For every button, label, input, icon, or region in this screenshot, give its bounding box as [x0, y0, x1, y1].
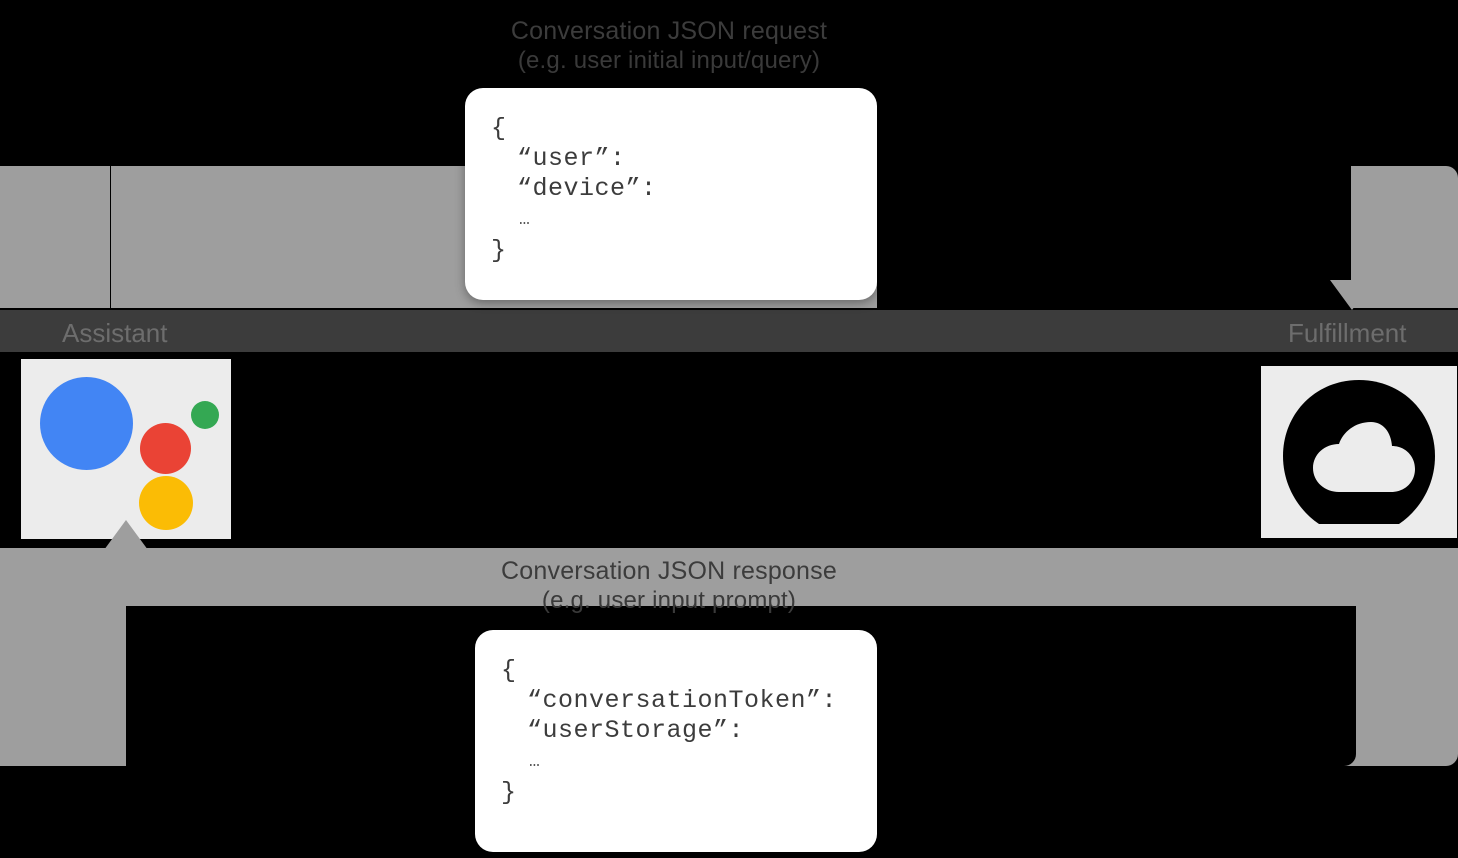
response-caption-line1: Conversation JSON response — [501, 557, 837, 585]
json-request-line-0: { — [491, 114, 507, 143]
fulfillment-lane-label: Fulfillment — [1288, 318, 1407, 348]
center-body — [0, 352, 1458, 548]
request-caption: Conversation JSON request (e.g. user ini… — [429, 16, 909, 76]
assistant-green-dot-icon — [191, 401, 219, 429]
response-arrowhead-icon — [104, 520, 148, 550]
request-caption-line2: (e.g. user initial input/query) — [517, 47, 821, 74]
lane-strip — [0, 310, 1458, 352]
band-mask-f — [1356, 766, 1458, 858]
json-request-line-1: “user”: — [517, 144, 626, 173]
assistant-red-dot-icon — [140, 423, 191, 474]
assistant-icon-tile[interactable] — [21, 359, 231, 539]
response-caption-line2: (e.g. user input prompt) — [541, 587, 797, 614]
fulfillment-icon-tile[interactable] — [1261, 366, 1457, 538]
json-response-line-4: } — [501, 778, 517, 807]
request-arrowhead-icon — [1330, 280, 1374, 310]
json-response-card[interactable]: { “conversationToken”: “userStorage”: … … — [475, 630, 877, 852]
json-request-card[interactable]: { “user”: “device”: … } — [465, 88, 877, 300]
json-response-line-1: “conversationToken”: — [527, 686, 838, 715]
json-response-line-3: … — [529, 752, 541, 772]
json-request-line-3: … — [519, 210, 531, 230]
response-caption: Conversation JSON response (e.g. user in… — [429, 556, 909, 616]
band-mask-a — [110, 166, 111, 308]
assistant-yellow-dot-icon — [139, 476, 193, 530]
json-response-line-2: “userStorage”: — [527, 716, 745, 745]
cloud-icon — [1283, 380, 1435, 524]
json-response-line-0: { — [501, 656, 517, 685]
json-request-line-4: } — [491, 236, 507, 265]
assistant-blue-dot-icon — [40, 377, 133, 470]
band-mask-b — [877, 166, 1351, 308]
assistant-lane-label: Assistant — [62, 318, 168, 348]
request-caption-line1: Conversation JSON request — [510, 17, 828, 45]
json-request-line-2: “device”: — [517, 174, 657, 203]
